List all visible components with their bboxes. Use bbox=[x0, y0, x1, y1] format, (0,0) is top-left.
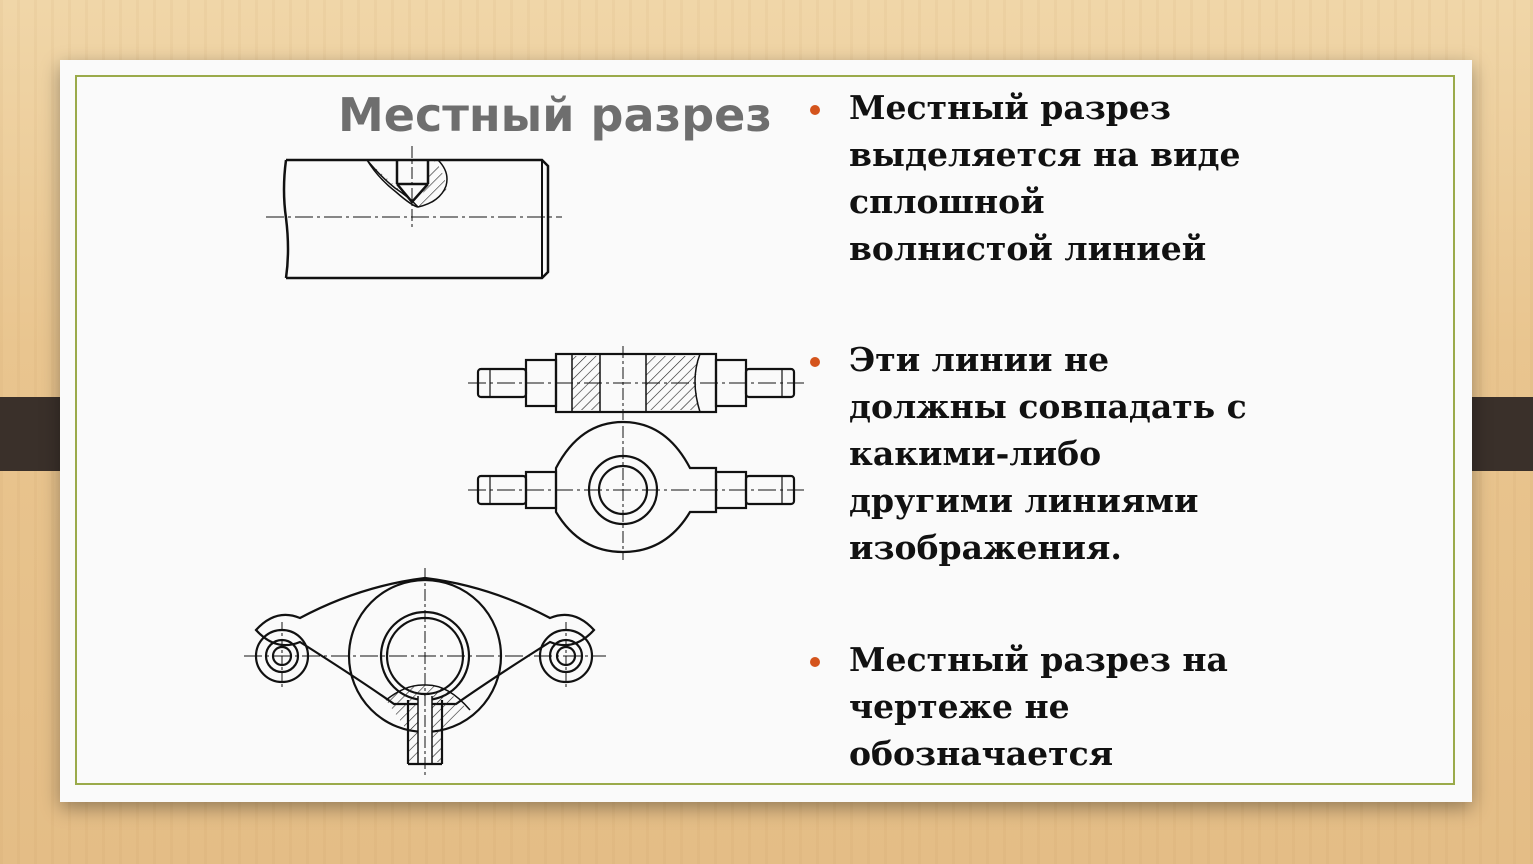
bullet-item: Местный разрез выделяется на виде сплошн… bbox=[810, 84, 1256, 272]
shaft-drawing bbox=[266, 146, 562, 280]
bullet-item: Местный разрез на чертеже не обозначаетс… bbox=[810, 636, 1256, 777]
valve-front-drawing bbox=[468, 420, 804, 560]
bullet-dot bbox=[810, 657, 820, 667]
bullet-dot bbox=[810, 105, 820, 115]
slide-card: Местный разрез bbox=[60, 60, 1472, 802]
technical-drawings bbox=[244, 146, 804, 776]
bullet-item: Эти линии не должны совпадать с какими-л… bbox=[810, 336, 1256, 571]
flange-drawing bbox=[244, 568, 606, 776]
slide-frame bbox=[75, 75, 1455, 785]
slide-title: Местный разрез bbox=[338, 88, 773, 142]
bullet-dot bbox=[810, 357, 820, 367]
bullet-text: Эти линии не должны совпадать с какими-л… bbox=[849, 340, 1247, 567]
bullet-text: Местный разрез на чертеже не обозначаетс… bbox=[849, 640, 1228, 773]
valve-top-drawing bbox=[468, 346, 804, 420]
bullet-text: Местный разрез выделяется на виде сплошн… bbox=[849, 88, 1241, 268]
